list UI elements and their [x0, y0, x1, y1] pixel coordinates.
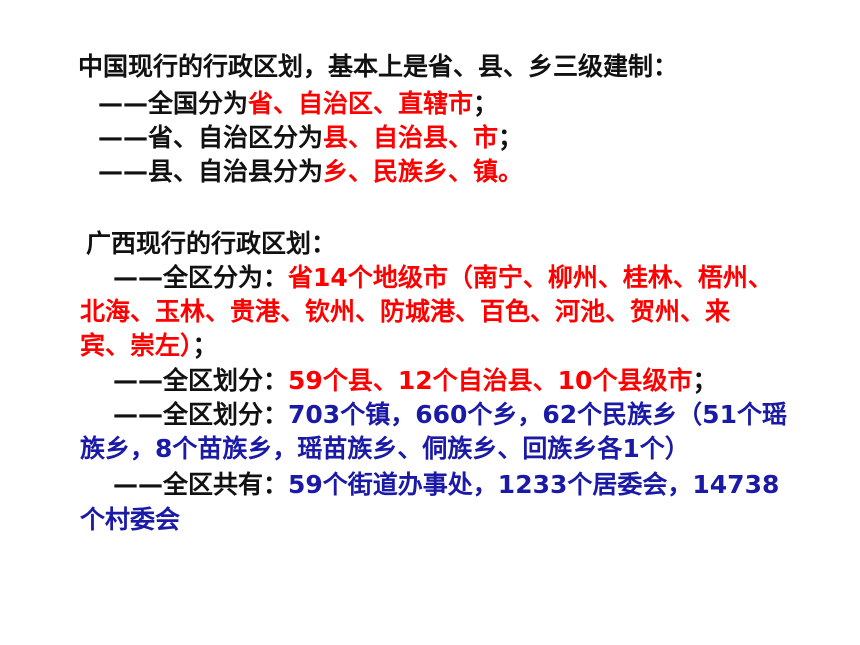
guangxi-line-2-t1: 个县、 — [322, 366, 398, 395]
national-line-3-highlight: 乡、民族乡、镇。 — [323, 157, 524, 186]
national-line-1-highlight: 省、自治区、直辖市 — [248, 89, 474, 118]
guangxi-line-1-red-c: 个地级市（南宁、柳州、桂林、梧州、 — [347, 263, 773, 292]
national-line-2: ——省、自治区分为县、自治县、市； — [98, 125, 523, 150]
guangxi-line-1-red-b: 14 — [313, 263, 348, 292]
guangxi-line-4: ——全区共有：59个街道办事处，1233个居委会，14738 — [113, 472, 779, 497]
guangxi-line-1-cont-2-text: 宾、崇左） — [80, 331, 193, 360]
guangxi-heading: 广西现行的行政区划： — [86, 231, 336, 256]
national-line-1: ——全国分为省、自治区、直辖市； — [98, 91, 498, 116]
guangxi-line-2-n2: 12 — [397, 366, 433, 395]
guangxi-line-1-red-a: 省 — [288, 263, 314, 292]
guangxi-line-3-cont: 族乡，8个苗族乡，瑶苗族乡、侗族乡、回族乡各1个） — [80, 436, 690, 461]
guangxi-line-2-suffix: ； — [692, 366, 718, 395]
guangxi-line-4-text-2: 个村委会 — [80, 505, 181, 534]
guangxi-line-1-cont-1-text: 北海、玉林、贵港、钦州、防城港、百色、河池、贺州、来 — [80, 297, 731, 326]
guangxi-line-4-prefix: ——全区共有： — [113, 470, 289, 499]
guangxi-line-1: ——全区分为：省14个地级市（南宁、柳州、桂林、梧州、 — [113, 265, 773, 290]
guangxi-line-3-prefix: ——全区划分： — [113, 400, 289, 429]
national-line-3-prefix: ——县、自治县分为 — [98, 157, 324, 186]
guangxi-line-1-suffix: ； — [192, 331, 218, 360]
national-line-2-prefix: ——省、自治区分为 — [98, 123, 324, 152]
guangxi-line-1-cont-2: 宾、崇左）； — [80, 333, 218, 358]
guangxi-line-3-text-2: 族乡，8个苗族乡，瑶苗族乡、侗族乡、回族乡各1个） — [80, 434, 690, 463]
guangxi-line-4-text-1: 59个街道办事处，1233个居委会，14738 — [288, 470, 780, 499]
national-heading: 中国现行的行政区划，基本上是省、县、乡三级建制： — [78, 54, 678, 79]
national-line-2-suffix: ； — [498, 123, 524, 152]
guangxi-line-2: ——全区划分：59个县、12个自治县、10个县级市； — [113, 368, 717, 393]
national-line-1-suffix: ； — [473, 89, 499, 118]
guangxi-line-2-n1: 59 — [288, 366, 323, 395]
guangxi-line-4-cont: 个村委会 — [80, 507, 180, 532]
guangxi-line-3-text-1: 703个镇，660个乡，62个民族乡（51个瑶 — [288, 400, 787, 429]
guangxi-line-2-prefix: ——全区划分： — [113, 366, 289, 395]
guangxi-line-1-cont-1: 北海、玉林、贵港、钦州、防城港、百色、河池、贺州、来 — [80, 299, 730, 324]
guangxi-line-1-prefix: ——全区分为： — [113, 263, 289, 292]
national-line-1-prefix: ——全国分为 — [98, 89, 249, 118]
guangxi-heading-text: 广西现行的行政区划： — [86, 229, 337, 258]
guangxi-line-3: ——全区划分：703个镇，660个乡，62个民族乡（51个瑶 — [113, 402, 787, 427]
national-line-2-highlight: 县、自治县、市 — [323, 123, 499, 152]
national-heading-text: 中国现行的行政区划，基本上是省、县、乡三级建制： — [78, 52, 679, 81]
guangxi-line-2-t3: 个县级市 — [592, 366, 693, 395]
guangxi-line-2-t2: 个自治县、 — [432, 366, 558, 395]
guangxi-line-2-n3: 10 — [557, 366, 593, 395]
national-line-3: ——县、自治县分为乡、民族乡、镇。 — [98, 159, 523, 184]
